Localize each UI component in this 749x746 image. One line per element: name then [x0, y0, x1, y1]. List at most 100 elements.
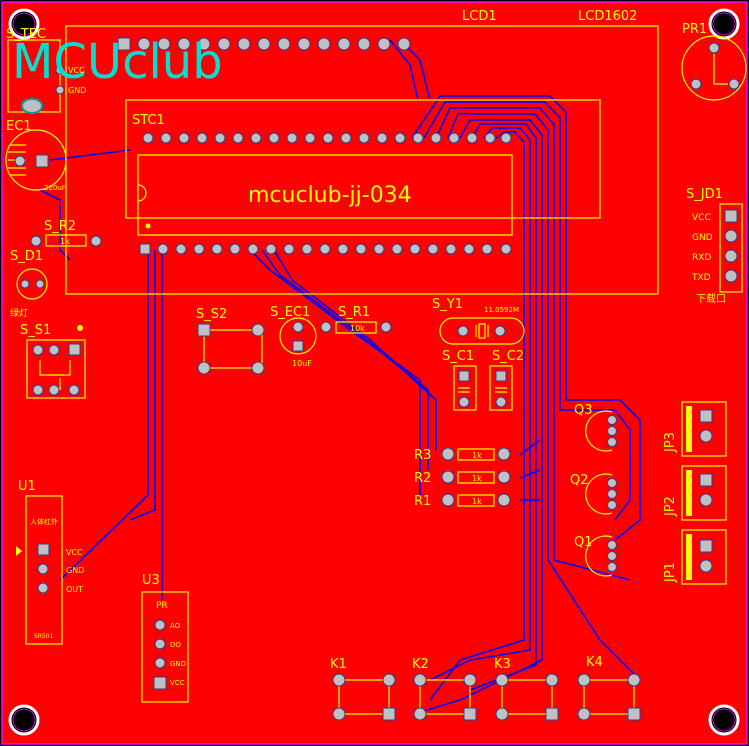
- s-c1-label: S_C1: [442, 349, 474, 364]
- logo-text: MCUclub: [12, 34, 223, 90]
- s-r2-label: S_R2: [44, 219, 76, 234]
- u1-pad1: [37, 543, 50, 556]
- s-tec-vcc-label: VCC: [68, 66, 85, 75]
- stc-ref-label: STC1: [132, 113, 165, 128]
- pr1-outline: [681, 35, 747, 101]
- s-s1-pad3: [68, 343, 81, 356]
- u1-label: U1: [18, 479, 36, 494]
- u1-vcc-label: VCC: [66, 548, 83, 557]
- s-d1-outline: [16, 268, 48, 300]
- keys: [332, 673, 641, 721]
- copper-traces: [39, 39, 641, 713]
- r1-label: R1: [414, 494, 431, 509]
- s-c2-outline: [489, 365, 513, 411]
- s-tec-pad: [21, 98, 43, 114]
- s-c2-pad2: [495, 396, 507, 408]
- pr1-pad2: [690, 78, 702, 90]
- pr1-pad1: [708, 42, 720, 54]
- s-r2-pad2: [90, 235, 102, 247]
- s-c2-pad1: [495, 370, 507, 382]
- s-tec-pad-gnd: [55, 85, 65, 95]
- chip-notch: [137, 184, 147, 202]
- u1-title: 人体红外: [30, 517, 58, 526]
- s-y1-value: 11.0592M: [484, 306, 519, 314]
- s-c1-pad2: [458, 396, 470, 408]
- u3-vcc-label: VCC: [170, 679, 185, 687]
- jp3-label: JP3: [663, 432, 678, 453]
- s-jd1-pad1: [724, 209, 738, 223]
- jd-rxd-label: RXD: [692, 253, 711, 263]
- s-tec-label: S_TEC: [6, 27, 46, 42]
- mounting-holes: [8, 8, 740, 736]
- s-y1-pad2: [494, 325, 506, 337]
- q1-label: Q1: [574, 535, 593, 550]
- chip-body: [137, 154, 513, 236]
- s-d1-pad2: [35, 279, 45, 289]
- s-c1-pad1: [458, 370, 470, 382]
- s-y1-label: S_Y1: [432, 297, 463, 312]
- s-s1-dot: [77, 325, 83, 331]
- s-jd1-pad4: [724, 269, 738, 283]
- s-r2-pad1: [30, 235, 42, 247]
- s-r1-value: 10k: [350, 324, 365, 333]
- s-r1-label: S_R1: [338, 305, 370, 320]
- r3-label: R3: [414, 448, 431, 463]
- s-ec1-value: 10uF: [292, 359, 312, 368]
- s-d1-label: S_D1: [10, 249, 43, 264]
- s-r1-pad1: [320, 321, 332, 333]
- u1-outline: [25, 495, 63, 645]
- jp2-label: JP2: [663, 496, 678, 517]
- s-s1-pad1: [32, 344, 44, 356]
- ec1-label: EC1: [6, 119, 32, 134]
- u3-title: PR: [156, 601, 168, 611]
- jd-vcc-label: VCC: [692, 213, 711, 223]
- s-jd1-outline: [719, 203, 743, 293]
- u1-part-label: SR501: [34, 633, 54, 640]
- s-r2-body: [45, 234, 87, 247]
- transistors: [585, 410, 617, 577]
- lcd-window: [125, 99, 601, 219]
- q3-label: Q3: [574, 403, 593, 418]
- pr1-pad3: [728, 78, 740, 90]
- k1-label: K1: [330, 657, 347, 672]
- s-s2-outline: [203, 329, 263, 369]
- s-r1-pad2: [380, 321, 392, 333]
- k2-label: K2: [412, 657, 429, 672]
- s-c2-symbol: [495, 387, 507, 393]
- s-c1-symbol: [458, 387, 470, 393]
- u3-pad2: [154, 638, 166, 650]
- lcd-pin-header: [117, 37, 411, 51]
- s-s1-pad2: [48, 344, 60, 356]
- pr1-symbol: [713, 54, 728, 85]
- u1-out-label: OUT: [66, 585, 83, 594]
- s-c2-label: S_C2: [492, 349, 524, 364]
- s-r1-body: [335, 321, 377, 334]
- chip-text: mcuclub-jj-034: [248, 183, 412, 208]
- resistors-r: [441, 447, 511, 507]
- r2-label: R2: [414, 471, 431, 486]
- jp1-label: JP1: [663, 562, 678, 583]
- s-s2-pad3: [197, 361, 211, 375]
- s-jd1-label: S_JD1: [686, 187, 723, 202]
- k3-label: K3: [494, 657, 511, 672]
- s-ec1-outline: [279, 317, 317, 355]
- r3-value: 1k: [472, 451, 482, 460]
- u1-pad3: [37, 582, 49, 594]
- chip-pins: [139, 132, 512, 255]
- pr1-label: PR1: [682, 22, 707, 37]
- lcd-value-label: LCD1602: [578, 9, 637, 24]
- u3-ao-label: AO: [170, 622, 181, 630]
- ec1-value: 220uF: [44, 184, 66, 192]
- u1-pin-marker: [16, 546, 22, 556]
- s-y1-symbol: [475, 323, 489, 339]
- terminal-blocks: [681, 401, 727, 585]
- s-c1-outline: [453, 365, 477, 411]
- s-s1-pad4: [32, 384, 44, 396]
- u3-gnd-label: GND: [170, 660, 186, 668]
- u3-label: U3: [142, 573, 160, 588]
- ec1-outline: [5, 129, 67, 191]
- s-s1-label: S_S1: [20, 323, 51, 338]
- jd-txd-label: TXD: [691, 273, 711, 283]
- u3-pad4: [153, 676, 167, 690]
- ec1-pad: [35, 154, 49, 168]
